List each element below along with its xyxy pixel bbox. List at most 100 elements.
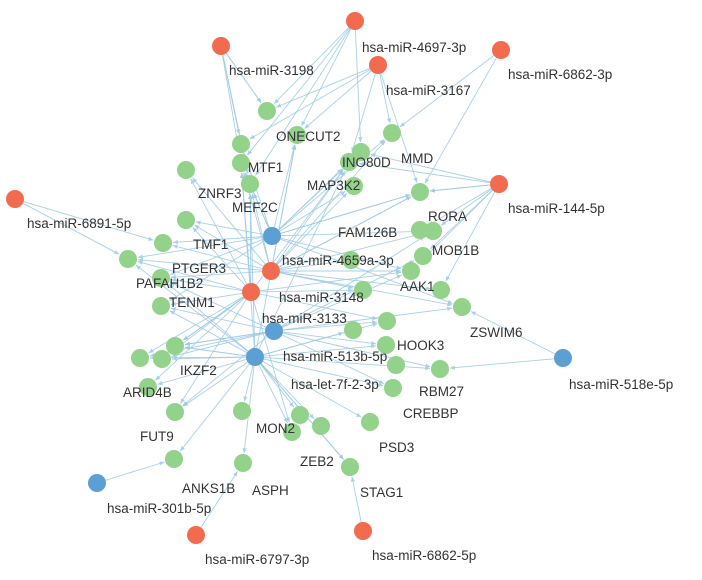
- edge-mef2c-onecut2: [273, 144, 296, 228]
- label-onecut2: ONECUT2: [276, 129, 341, 144]
- node-m144[interactable]: [490, 175, 508, 193]
- node-aak1[interactable]: [402, 262, 420, 280]
- node-g_g[interactable]: [342, 251, 360, 269]
- label-mef2c: MEF2C: [232, 200, 278, 215]
- edge-m4659a-ptger3: [137, 258, 263, 271]
- node-m3198[interactable]: [212, 37, 230, 55]
- label-mmd: MMD: [401, 151, 433, 166]
- label-m3133: hsa-miR-3133: [262, 311, 347, 326]
- node-arid4b[interactable]: [153, 350, 171, 368]
- edge-m3148-mon2: [253, 300, 290, 423]
- node-g_a[interactable]: [258, 102, 276, 120]
- node-m6891[interactable]: [6, 190, 24, 208]
- node-g_h[interactable]: [432, 281, 450, 299]
- edge-m3148-g_n: [155, 297, 245, 381]
- node-m3148[interactable]: [242, 283, 260, 301]
- label-aak1: AAK1: [400, 279, 435, 294]
- node-g_b[interactable]: [232, 135, 250, 153]
- node-g_l[interactable]: [131, 349, 149, 367]
- node-mtf1[interactable]: [241, 175, 259, 193]
- edge-m3133-zswim6: [282, 306, 453, 331]
- label-m6862_3p: hsa-miR-6862-3p: [508, 67, 612, 82]
- node-m6862_3p[interactable]: [492, 41, 510, 59]
- edge-m301b-fut9: [105, 461, 165, 481]
- label-ptger3: PTGER3: [172, 261, 226, 276]
- edge-m3133-arid4b: [171, 332, 266, 358]
- node-onecut2[interactable]: [288, 126, 306, 144]
- label-psd3: PSD3: [379, 440, 414, 455]
- node-crebbp[interactable]: [384, 379, 402, 397]
- node-g_i[interactable]: [345, 177, 363, 195]
- node-mef2c[interactable]: [263, 227, 281, 245]
- node-zswim6[interactable]: [453, 298, 471, 316]
- node-g_p[interactable]: [344, 321, 362, 339]
- node-m301b[interactable]: [88, 474, 106, 492]
- node-m518e[interactable]: [554, 349, 572, 367]
- node-m6862_5p[interactable]: [354, 522, 372, 540]
- node-g_s[interactable]: [233, 402, 251, 420]
- edge-m6891-tmf1: [23, 201, 154, 241]
- edge-m4659a-g_g: [279, 259, 342, 271]
- node-m513b[interactable]: [246, 348, 264, 366]
- node-znrf3[interactable]: [232, 154, 250, 172]
- node-psd3[interactable]: [361, 413, 379, 431]
- edge-m6797-anks1b: [200, 471, 238, 528]
- label-layer: hsa-miR-3198hsa-miR-4697-3phsa-miR-3167h…: [27, 40, 673, 567]
- edge-m3133-pafah1b2: [169, 281, 267, 328]
- node-g_e[interactable]: [354, 281, 372, 299]
- label-fut9: FUT9: [140, 429, 174, 444]
- edge-m3133-aak1: [282, 274, 402, 328]
- node-fut9[interactable]: [165, 450, 183, 468]
- node-mon2[interactable]: [283, 423, 301, 441]
- node-fam126b[interactable]: [424, 222, 442, 240]
- node-rbm27[interactable]: [431, 360, 449, 378]
- edge-mef2c-g_c: [195, 220, 264, 235]
- node-m4659a[interactable]: [262, 262, 280, 280]
- node-m3133[interactable]: [265, 322, 283, 340]
- edge-m144-g_j: [429, 184, 491, 193]
- label-rora: RORA: [428, 209, 467, 224]
- node-g_q[interactable]: [312, 417, 330, 435]
- edge-m4659a-g_d: [192, 177, 266, 265]
- edge-m4697-znrf3: [246, 27, 350, 156]
- edge-m3148-aak1: [259, 270, 402, 292]
- edge-m3198-g_f: [225, 53, 262, 104]
- edge-m3148-g_e: [259, 288, 354, 293]
- node-let7f[interactable]: [387, 356, 405, 374]
- node-g_m[interactable]: [166, 403, 184, 421]
- node-ino80d[interactable]: [352, 143, 370, 161]
- label-tmf1: TMF1: [193, 237, 228, 252]
- node-anks1b[interactable]: [234, 454, 252, 472]
- edge-m513b-mon2: [258, 364, 289, 424]
- node-zeb2[interactable]: [341, 458, 359, 476]
- node-tmf1[interactable]: [154, 234, 172, 252]
- node-tenm1[interactable]: [152, 297, 170, 315]
- node-g_o[interactable]: [377, 336, 395, 354]
- node-ptger3[interactable]: [119, 250, 137, 268]
- node-mob1b[interactable]: [414, 247, 432, 265]
- edge-m3133-mob1b: [281, 260, 415, 328]
- node-hook3[interactable]: [378, 312, 396, 330]
- node-g_t[interactable]: [411, 221, 429, 239]
- edge-m4697-mtf1: [255, 28, 351, 176]
- node-rora[interactable]: [411, 183, 429, 201]
- node-map3k2[interactable]: [340, 153, 358, 171]
- node-m3167[interactable]: [369, 56, 387, 74]
- node-g_c[interactable]: [177, 211, 195, 229]
- node-m6797[interactable]: [187, 526, 205, 544]
- node-layer: [6, 12, 572, 544]
- node-ikzf2[interactable]: [166, 337, 184, 355]
- node-m4697[interactable]: [346, 12, 364, 30]
- label-tenm1: TENM1: [169, 295, 215, 310]
- label-mon2: MON2: [256, 421, 295, 436]
- edge-mef2c-g_i: [279, 190, 346, 232]
- edge-mef2c-pafah1b2: [170, 238, 264, 275]
- node-pafah1b2[interactable]: [152, 269, 170, 287]
- node-g_d[interactable]: [177, 161, 195, 179]
- label-fam126b: FAM126B: [338, 225, 397, 240]
- node-mmd[interactable]: [383, 124, 401, 142]
- label-rbm27: RBM27: [419, 384, 464, 399]
- node-g_n[interactable]: [139, 378, 157, 396]
- label-anks1b: ANKS1B: [182, 481, 235, 496]
- node-g_r[interactable]: [291, 406, 309, 424]
